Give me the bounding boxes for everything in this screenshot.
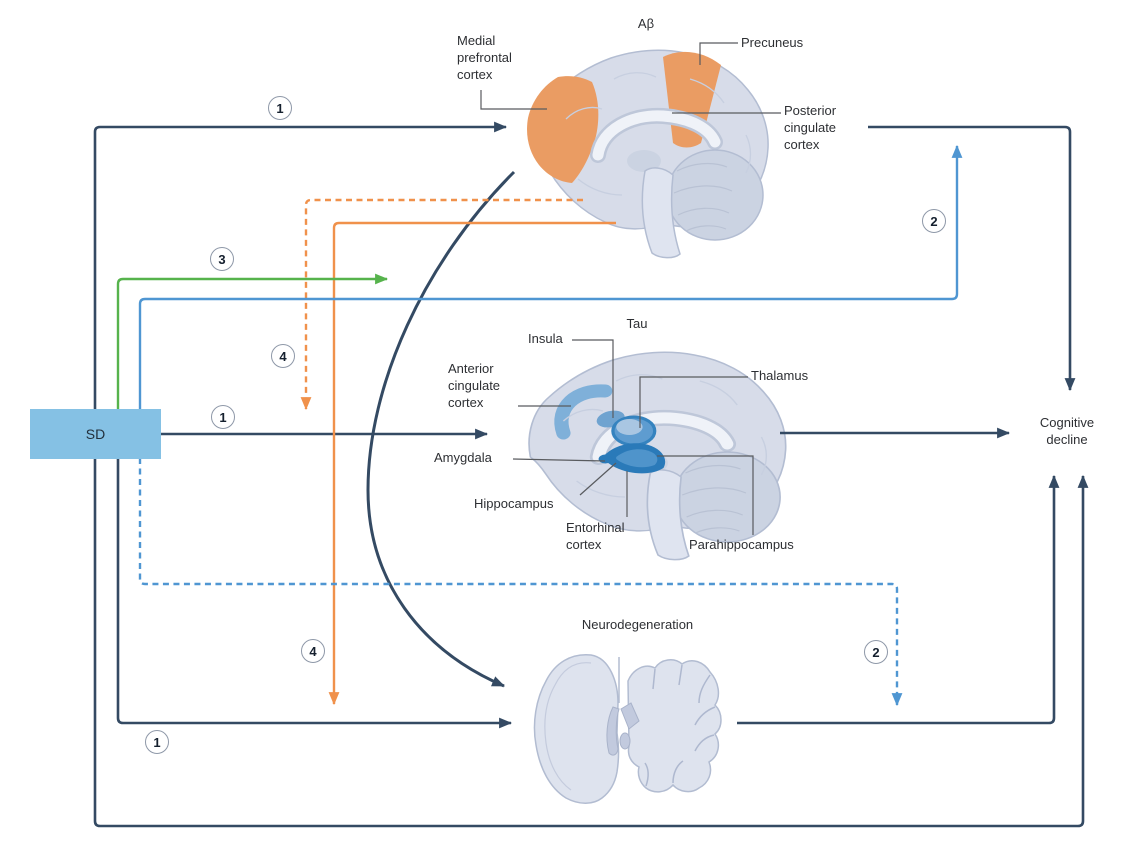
label-precuneus: Precuneus <box>741 35 804 50</box>
neurodegeneration-panel-title: Neurodegeneration <box>581 617 694 632</box>
arrow-abeta-to-cognitive-decline <box>868 125 1076 392</box>
label-posterior-cingulate-cortex: Posterior cingulate cortex <box>784 103 837 152</box>
arrow-sd-to-neurodegeneration <box>116 458 513 729</box>
thalamus-highlight <box>616 419 643 435</box>
pathway-badge-blue-dashed-down: 2 <box>864 640 888 664</box>
pathway-badge-sd-neurodegeneration: 1 <box>145 730 169 754</box>
arrow-abeta-to-neurodegeneration-arc <box>366 170 516 688</box>
label-leader-lines <box>480 42 781 535</box>
arrow-sd-to-abeta <box>93 121 508 409</box>
arrow-sd-to-cognitive-decline-outer-loop <box>93 458 1089 828</box>
label-thalamus: Thalamus <box>751 368 809 383</box>
arrow-green-pathway <box>116 273 389 409</box>
tau-panel-title: Tau <box>626 316 648 331</box>
neurodegeneration-brain-illustration <box>533 654 722 804</box>
abeta-panel-title: Aβ <box>637 16 655 31</box>
pathway-badge-sd-tau: 1 <box>211 405 235 429</box>
label-amygdala: Amygdala <box>434 450 492 465</box>
arrow-blue-sd-to-abeta-feedback <box>138 144 963 409</box>
abeta-brain-illustration <box>527 49 769 259</box>
pathway-badge-orange-dashed: 4 <box>271 344 295 368</box>
arrow-orange-solid-abeta-to-neurodegeneration <box>328 221 616 706</box>
pathway-badge-sd-abeta: 1 <box>268 96 292 120</box>
cognitive-decline-node: Cognitive decline <box>1039 415 1095 447</box>
pathway-badge-blue-up: 2 <box>922 209 946 233</box>
pathway-badge-orange-solid: 4 <box>301 639 325 663</box>
arrow-neurodegeneration-to-cognitive-decline <box>737 474 1060 725</box>
label-anterior-cingulate-cortex: Anterior cingulate cortex <box>448 361 501 410</box>
label-insula: Insula <box>528 331 563 346</box>
arrow-blue-dashed-to-neurodegeneration <box>138 458 903 707</box>
arrow-orange-dashed-abeta-to-tau <box>300 198 583 411</box>
medial-prefrontal-cortex-region <box>527 76 599 183</box>
hippocampus-highlight <box>616 449 658 468</box>
amygdala-region <box>598 454 612 464</box>
pathway-badge-green: 3 <box>210 247 234 271</box>
label-entorhinal-cortex: Entorhinal cortex <box>566 520 625 552</box>
atrophy-sulci <box>644 664 716 787</box>
healthy-hemisphere <box>533 654 620 804</box>
ventricles <box>606 702 640 756</box>
sd-node: SD <box>30 409 161 459</box>
label-hippocampus: Hippocampus <box>474 496 554 511</box>
label-parahippocampus: Parahippocampus <box>689 537 794 552</box>
anterior-cingulate-region <box>554 384 613 440</box>
label-medial-prefrontal-cortex: Medial prefrontal cortex <box>457 33 512 82</box>
atrophied-hemisphere <box>627 659 722 793</box>
tau-brain-illustration <box>528 351 787 561</box>
sd-node-label: SD <box>85 426 106 442</box>
